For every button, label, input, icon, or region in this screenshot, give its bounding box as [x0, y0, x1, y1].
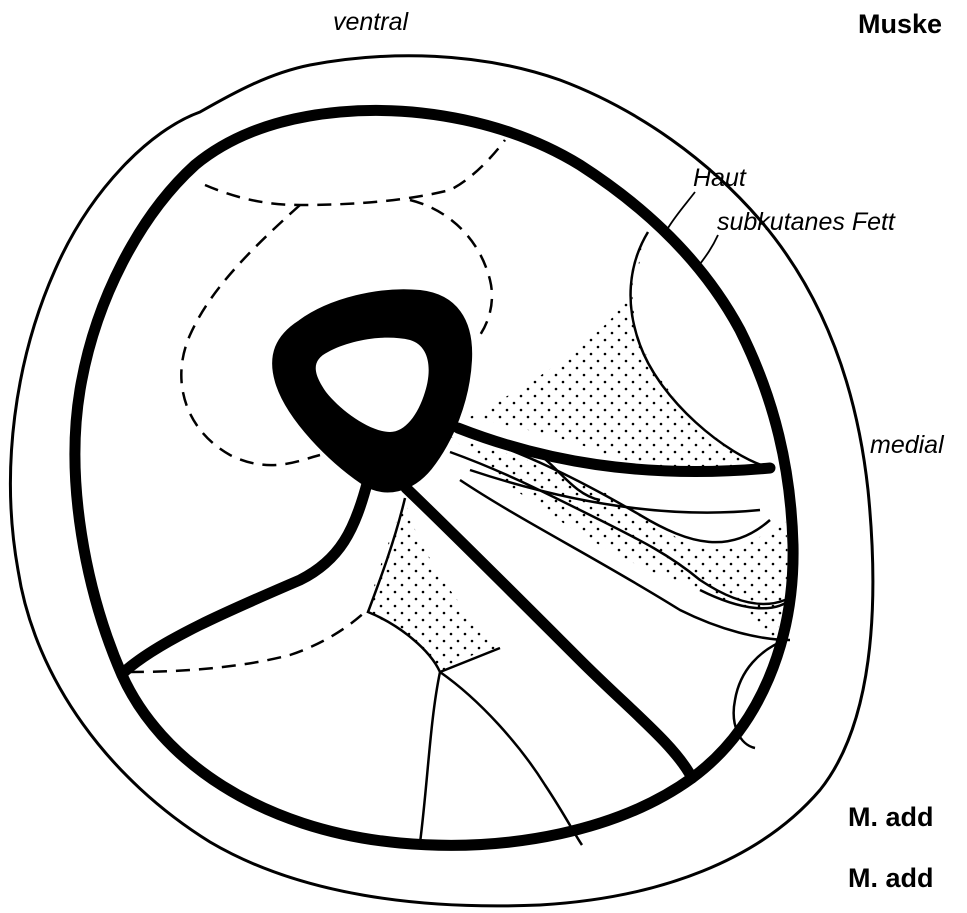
label-adductor-1: M. add [848, 802, 934, 833]
label-skin: Haut [693, 164, 746, 193]
label-subcutaneous-fat: subkutanes Fett [717, 208, 895, 237]
diagram-title: Muske [858, 9, 942, 40]
label-adductor-2: M. add [848, 863, 934, 894]
label-medial: medial [870, 431, 944, 460]
label-ventral: ventral [333, 8, 408, 37]
